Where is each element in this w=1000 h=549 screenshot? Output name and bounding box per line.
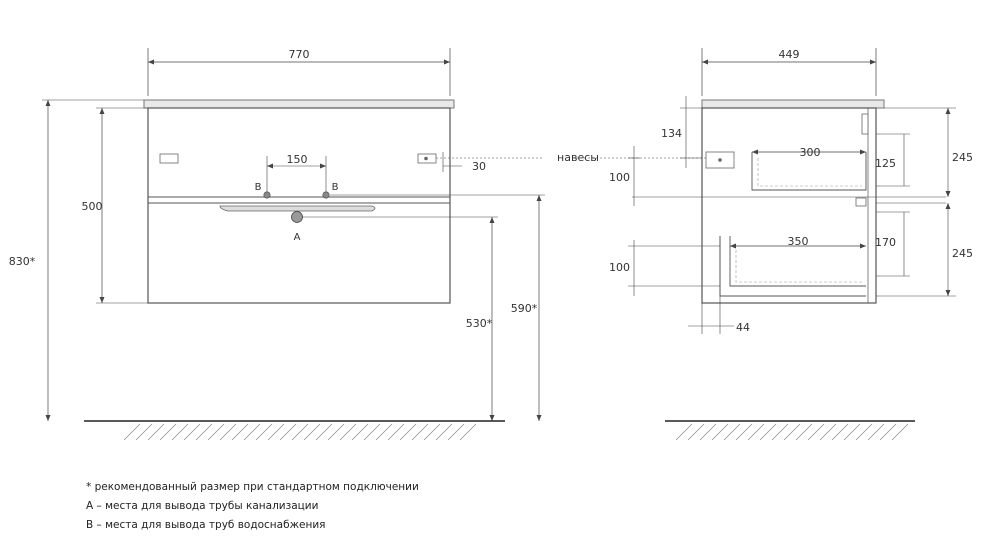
lower-drawer-depth-value: 350 <box>788 235 809 248</box>
dimension-width <box>147 48 451 96</box>
front-view <box>42 48 545 441</box>
lower-drawer-offset-value: 100 <box>609 261 630 274</box>
drawer-height-value: 500 <box>82 200 103 213</box>
pipe-spacing-value: 150 <box>287 153 308 166</box>
lower-drawer-inner-value: 170 <box>875 236 896 249</box>
hanger-height-value: 134 <box>661 127 682 140</box>
note-supply: В – места для вывода труб водоснабжения <box>86 519 326 531</box>
dimension-drain-height <box>302 216 498 421</box>
supply-point-left <box>263 191 271 199</box>
dimension-depth <box>701 48 877 96</box>
drain-point <box>291 211 303 223</box>
upper-section-value: 245 <box>952 151 973 164</box>
total-height-value: 830* <box>9 255 36 268</box>
hanger-left <box>159 153 179 164</box>
marker-a: A <box>294 232 301 243</box>
wall-gap-value: 44 <box>736 321 750 334</box>
lower-section-value: 245 <box>952 247 973 260</box>
drain-height-value: 530* <box>466 317 493 330</box>
supply-height-value: 590* <box>511 302 538 315</box>
drawer-handle <box>219 205 376 212</box>
supply-point-right <box>322 191 330 199</box>
upper-drawer-inner-value: 125 <box>875 157 896 170</box>
hanger-offset-value: 30 <box>472 160 486 173</box>
countertop <box>143 99 455 109</box>
upper-drawer-offset-value: 100 <box>609 171 630 184</box>
depth-value: 449 <box>779 48 800 61</box>
dimension-total-height <box>42 99 144 421</box>
marker-b-left: B <box>255 182 262 193</box>
width-value: 770 <box>289 48 310 61</box>
floor-hatch <box>123 423 477 441</box>
upper-drawer-depth-value: 300 <box>800 146 821 159</box>
cabinet-side <box>701 107 877 304</box>
dimension-supply-height <box>330 194 545 421</box>
note-recommended: * рекомендованный размер при стандартном… <box>86 481 419 493</box>
note-drain: А – места для вывода трубы канализации <box>86 500 319 512</box>
side-view <box>572 48 956 441</box>
notes: * рекомендованный размер при стандартном… <box>86 478 419 535</box>
hanger-label: навесы <box>557 151 599 164</box>
cabinet-body <box>147 107 451 304</box>
dimension-drawer-height <box>96 107 148 304</box>
marker-b-right: B <box>332 182 339 193</box>
